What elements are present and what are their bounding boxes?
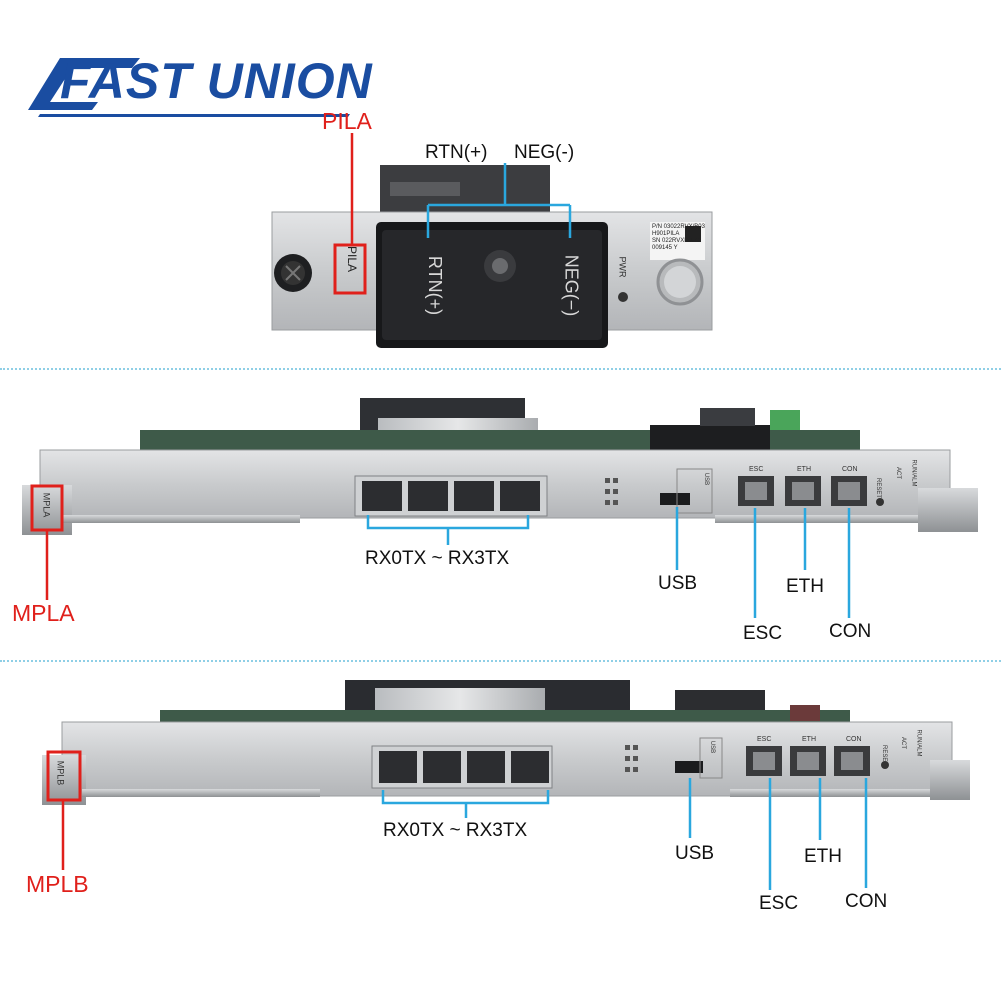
- mpla-esc-callout: ESC: [743, 623, 783, 644]
- mplb-panel-act: ACT: [900, 737, 906, 749]
- logo-swoosh: [28, 58, 350, 117]
- pila-highlight-box: [333, 243, 367, 295]
- mpla-panel-tag: MPLA: [41, 492, 52, 518]
- mpla-panel-run: RUN/ALM: [910, 459, 917, 487]
- mplb-panel-eth: ETH: [802, 736, 816, 743]
- mpla-eth-callout: ETH: [786, 576, 824, 597]
- mpla-con-callout: CON: [829, 621, 872, 642]
- mpla-board: [22, 398, 978, 535]
- mplb-leaders: [61, 778, 868, 890]
- mplb-con-callout: CON: [845, 891, 888, 912]
- mpla-optical-callout: RX0TX ~ RX3TX: [365, 548, 510, 569]
- mpla-label: MPLA: [12, 600, 75, 626]
- mpla-panel-reset: RESET: [875, 477, 882, 499]
- pila-board: [271, 165, 713, 348]
- mplb-eth-callout: ETH: [804, 846, 842, 867]
- mplb-panel-reset: RESET: [881, 744, 888, 766]
- mpla-panel-usb: USB: [703, 472, 710, 486]
- mplb-panel-tag: MPLB: [55, 760, 66, 786]
- mplb-usb-callout: USB: [675, 843, 715, 864]
- pila-rtn-callout: RTN(+): [425, 142, 488, 163]
- mpla-panel-eth: ETH: [797, 466, 811, 473]
- pila-panel-pwr: PWR: [617, 256, 628, 278]
- mplb-panel-con: CON: [846, 736, 862, 743]
- mplb-panel-run: RUN/ALM: [915, 729, 922, 757]
- pila-panel-tag: PILA: [345, 245, 360, 273]
- pila-panel-rtn: RTN(+): [425, 255, 446, 316]
- mpla-panel-con: CON: [842, 466, 858, 473]
- logo-text: FAST UNION: [60, 53, 373, 109]
- pila-label: PILA: [322, 108, 372, 134]
- mplb-panel-esc: ESC: [757, 736, 772, 743]
- pila-leaders: [350, 133, 572, 245]
- mpla-panel-act: ACT: [895, 467, 901, 479]
- mpla-leaders: [45, 507, 851, 618]
- pila-panel-neg: NEG(−): [561, 254, 582, 317]
- mplb-panel-usb: USB: [709, 740, 716, 754]
- brand-logo: FAST UNION: [20, 50, 400, 120]
- mplb-optical-callout: RX0TX ~ RX3TX: [383, 820, 528, 841]
- pila-neg-callout: NEG(-): [514, 142, 575, 163]
- mplb-board: [42, 680, 970, 805]
- mplb-esc-callout: ESC: [759, 893, 799, 914]
- section-divider: [0, 660, 1001, 662]
- section-divider: [0, 368, 1001, 370]
- mplb-label: MPLB: [26, 871, 89, 897]
- mpla-panel-esc: ESC: [749, 466, 764, 473]
- mpla-usb-callout: USB: [658, 573, 698, 594]
